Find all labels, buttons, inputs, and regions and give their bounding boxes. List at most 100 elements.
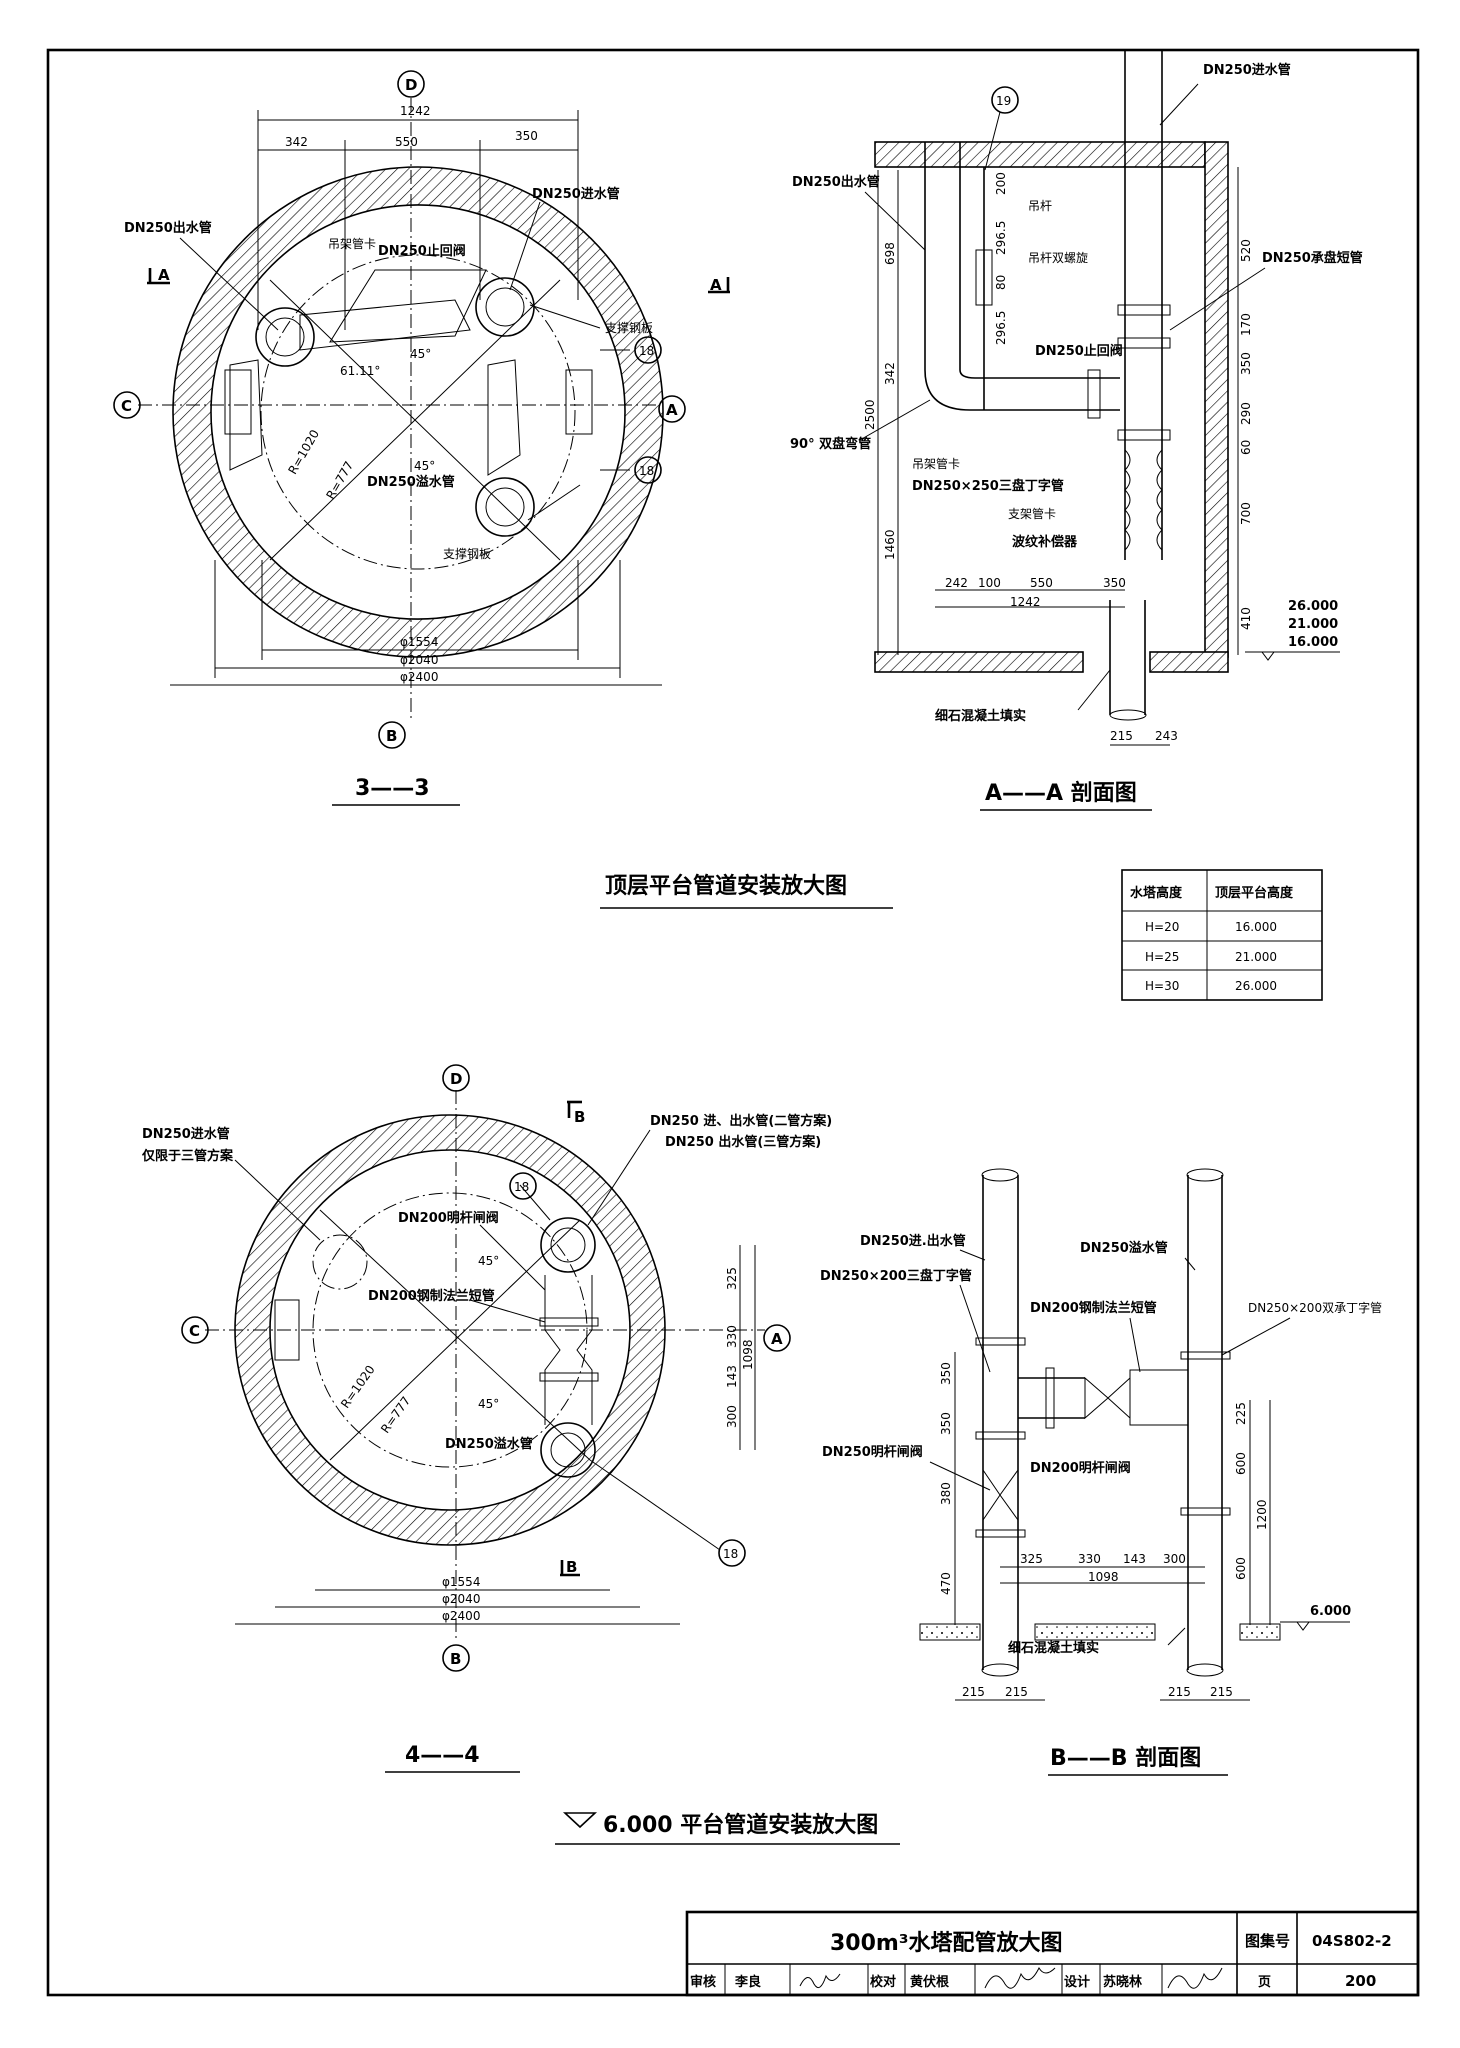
section-a-a: 200 296.5 80 296.5 698 342 2500 1460 520… (790, 50, 1363, 811)
dim-300-bb: 300 (1163, 1552, 1186, 1566)
note-inlet-aa: DN250进水管 (1203, 62, 1291, 78)
note-fill-bb: 细石混凝土填实 (1008, 1640, 1099, 1656)
dim-phi2400-44: φ2400 (442, 1609, 480, 1623)
reviewer-name: 李良 (734, 1974, 761, 1990)
axis-label-b: B (386, 727, 397, 745)
axis-label-c: C (121, 397, 132, 415)
dim-phi2400: φ2400 (400, 670, 438, 684)
ref-18a-3-3: 18 (639, 344, 654, 358)
dim-330-44: 330 (725, 1325, 739, 1348)
angle-61: 61.11° (340, 364, 380, 378)
designer-signature (1167, 1967, 1223, 1989)
dim-215c-bb: 215 (1168, 1685, 1191, 1699)
note-flange-pipe-44: DN200钢制法兰短管 (368, 1288, 495, 1304)
note-overflow-bb: DN250溢水管 (1080, 1240, 1168, 1256)
ref-19: 19 (996, 94, 1011, 108)
dim-1460: 1460 (883, 529, 897, 560)
note-check-valve-3-3: DN250止回阀 (378, 243, 466, 259)
dim-phi2040: φ2040 (400, 653, 438, 667)
note-support-clamp: 支架管卡 (1008, 506, 1056, 521)
dim-2500: 2500 (863, 399, 877, 430)
inlet-pipe-3-circle (312, 1234, 368, 1290)
dim-470-bb: 470 (939, 1572, 953, 1595)
dim-296-5a: 296.5 (994, 221, 1008, 255)
dim-350a-bb: 350 (939, 1362, 953, 1385)
note-io-two-44: DN250 进、出水管(二管方案) (650, 1113, 832, 1129)
axis-label-a: A (666, 401, 678, 419)
door-right (565, 369, 593, 435)
check-valve-pipe (299, 299, 471, 351)
dim-380-bb: 380 (939, 1482, 953, 1505)
dim-330-bb: 330 (1078, 1552, 1101, 1566)
note-overflow-44: DN250溢水管 (445, 1436, 533, 1452)
note-support-plate-1: 支撑钢板 (605, 320, 653, 335)
dim-60: 60 (1239, 440, 1253, 455)
axis-label-b-44: B (450, 1650, 461, 1668)
dim-243-aa: 243 (1155, 729, 1178, 743)
elevation-16: 16.000 (1288, 635, 1338, 650)
dim-215b-bb: 215 (1005, 1685, 1028, 1699)
dim-350-aa: 350 (1239, 352, 1253, 375)
atlas-number: 04S802-2 (1312, 1932, 1392, 1950)
angle-45b-44: 45° (478, 1397, 499, 1411)
dim-700: 700 (1239, 502, 1253, 525)
angle-45a-44: 45° (478, 1254, 499, 1268)
elevation-26: 26.000 (1288, 599, 1338, 614)
section-label-a-a: A——A 剖面图 (985, 780, 1137, 806)
section-b-b: 350 350 380 470 225 600 600 1200 325 330… (820, 1168, 1382, 1776)
note-inlet-3-3: DN250进水管 (532, 186, 620, 202)
note-inlet-sub-44: 仅限于三管方案 (141, 1148, 234, 1164)
dim-296-5b: 296.5 (994, 311, 1008, 345)
design-label: 设计 (1064, 1974, 1090, 1990)
note-elbow: 90° 双盘弯管 (790, 436, 871, 452)
radial-line-2 (269, 279, 561, 561)
designer-name: 苏晓林 (1103, 1974, 1142, 1990)
section-mark-a-right: A (710, 276, 722, 294)
note-check-valve-aa: DN250止回阀 (1035, 343, 1123, 359)
tank-wall-ring (172, 166, 664, 658)
note-out-three-44: DN250 出水管(三管方案) (665, 1134, 821, 1150)
checker-name: 黄伏根 (910, 1974, 950, 1990)
note-io-bb: DN250进.出水管 (860, 1233, 966, 1249)
checker-signature (984, 1966, 1056, 1989)
dim-225-bb: 225 (1234, 1402, 1248, 1425)
dim-143-bb: 143 (1123, 1552, 1146, 1566)
note-gate-left-bb: DN250明杆闸阀 (822, 1444, 923, 1460)
dim-325-bb: 325 (1020, 1552, 1043, 1566)
dim-350b-aa: 350 (1103, 576, 1126, 590)
height-table: 水塔高度 顶层平台高度 H=20 16.000 H=25 21.000 H=30… (1121, 869, 1323, 1001)
dim-550: 550 (395, 135, 418, 149)
review-label: 审核 (690, 1974, 716, 1990)
view-4-4: 325 330 143 300 1098 φ1554 φ2040 φ2400 R… (141, 1064, 832, 1773)
table-cell: H=25 (1145, 950, 1179, 964)
dim-phi2040-44: φ2040 (442, 1592, 480, 1606)
note-outlet-3-3: DN250出水管 (124, 220, 212, 236)
elevation-21: 21.000 (1288, 617, 1338, 632)
dim-215a-bb: 215 (962, 1685, 985, 1699)
note-flange-bb: DN200钢制法兰短管 (1030, 1300, 1157, 1316)
view-label-4-4: 4——4 (405, 1743, 480, 1768)
dim-80: 80 (994, 275, 1008, 290)
floor-slab-left (874, 651, 1084, 673)
right-wall (1204, 141, 1229, 658)
axis-label-c-44: C (189, 1322, 200, 1340)
overflow-pipe-circle (475, 477, 535, 537)
dim-phi1554-44: φ1554 (442, 1575, 480, 1589)
axis-label-a-44: A (771, 1330, 783, 1348)
dim-215d-bb: 215 (1210, 1685, 1233, 1699)
view-3-3: 1242 342 550 350 φ1554 φ2040 φ2400 R=102… (113, 70, 730, 806)
pipe-circle-r777 (260, 254, 576, 570)
drawing-title: 300m³水塔配管放大图 (830, 1930, 1062, 1956)
section-title-top: 顶层平台管道安装放大图 (605, 873, 847, 899)
dim-698: 698 (883, 242, 897, 265)
ref-18b-3-3: 18 (639, 464, 654, 478)
inlet-pipe-circle (475, 277, 535, 337)
check-label: 校对 (870, 1974, 896, 1990)
dim-600b-bb: 600 (1234, 1557, 1248, 1580)
note-gate-valve-44: DN200明杆闸阀 (398, 1210, 499, 1226)
dim-1200-bb: 1200 (1255, 1499, 1269, 1530)
elevation-6: 6.000 (1310, 1604, 1351, 1619)
note-hanger-clamp-3-3: 吊架管卡 (328, 236, 376, 251)
table-cell: H=20 (1145, 920, 1179, 934)
